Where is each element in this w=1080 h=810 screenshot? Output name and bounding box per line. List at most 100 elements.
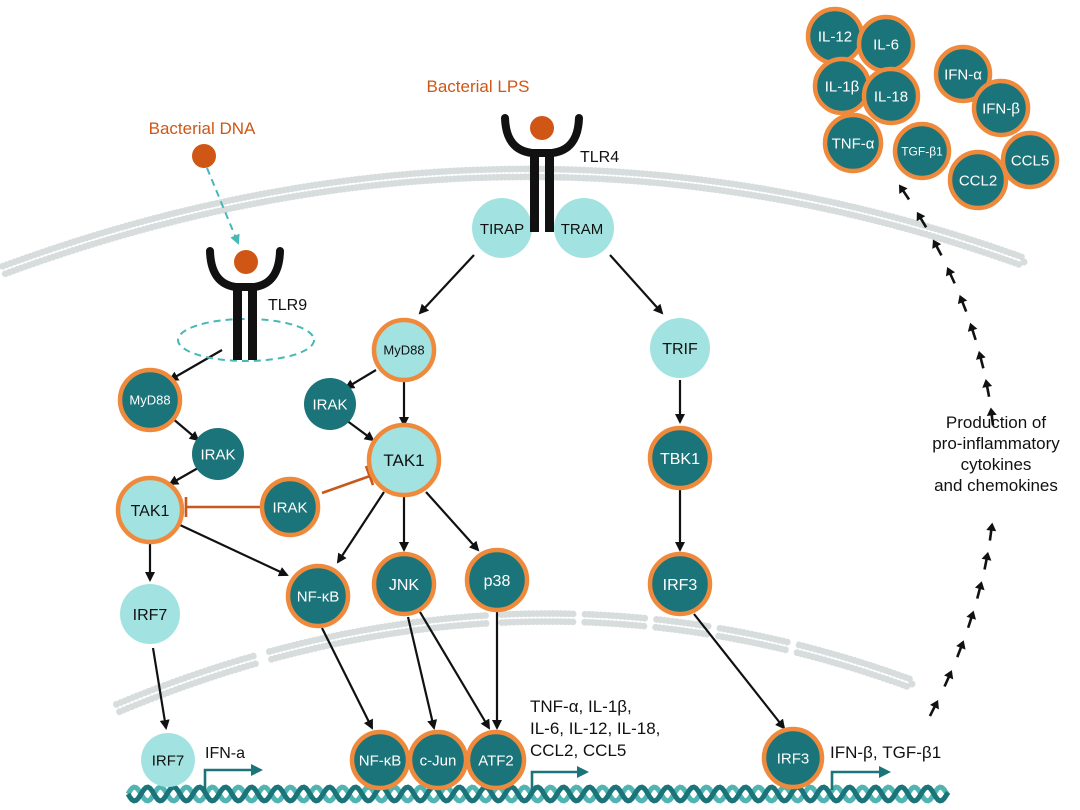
tss-ifnb — [830, 766, 891, 790]
irf7-nucleus-label: IRF7 — [152, 752, 185, 769]
nfkb-cytoplasm-label: NF-κB — [297, 588, 340, 605]
inhibit-bar-mid — [364, 465, 375, 486]
gene-cytokines-line2: IL-6, IL-12, IL-18, — [530, 719, 660, 738]
secreted-tgfb1: TGF-β1 — [892, 121, 952, 181]
irf3-nucleus-node: IRF3 — [761, 726, 825, 790]
bacterial-dna-label: Bacterial DNA — [149, 119, 256, 138]
tirap-label: TIRAP — [480, 221, 524, 238]
tlr4-receptor: TLR4 — [501, 114, 619, 232]
irf7-nucleus-node: IRF7 — [141, 733, 195, 787]
tlr4-label: TLR4 — [580, 149, 619, 166]
arrow-nfkb-nucleus — [321, 627, 373, 730]
tak1-left-node: TAK1 — [115, 475, 185, 545]
signaling-arrows — [145, 254, 786, 730]
arrow-dna-tlr9 — [206, 167, 240, 245]
production-arrow-segment — [943, 670, 954, 688]
transcription-starts — [203, 764, 891, 790]
production-arrow-segment — [966, 610, 976, 629]
myd88-mid-label: MyD88 — [383, 343, 424, 358]
p38-label: p38 — [484, 573, 511, 590]
nfkb-nucleus-node: NF-κB — [349, 729, 411, 791]
tram-node: TRAM — [554, 198, 614, 258]
gene-cytokines-line1: TNF-α, IL-1β, — [530, 697, 632, 716]
myd88-left-label: MyD88 — [129, 393, 170, 408]
secreted-tnfa-label: TNF-α — [832, 135, 875, 152]
secreted-tgfb1-label: TGF-β1 — [901, 144, 943, 158]
bacterial-lps-label: Bacterial LPS — [427, 77, 530, 96]
arrow-tlr9-myd88 — [168, 349, 223, 381]
dna-strand-a — [125, 784, 951, 804]
secreted-il18-label: IL-18 — [874, 88, 908, 105]
arrow-irf3-nucleus — [693, 613, 786, 730]
gene-ifn-a: IFN-a — [205, 745, 245, 762]
secreted-il12-label: IL-12 — [818, 28, 852, 45]
tak1-mid-node: TAK1 — [366, 422, 442, 498]
arrow-tak1-p38 — [425, 491, 480, 552]
secreted-ifna-label: IFN-α — [944, 66, 982, 83]
inhibit-irak-tak1-mid — [321, 474, 371, 495]
cjun-nucleus-node: c-Jun — [407, 729, 469, 791]
production-label-line1: Production of — [946, 413, 1046, 432]
irak-mid-node: IRAK — [304, 378, 356, 430]
tlr9-label: TLR9 — [268, 297, 307, 314]
secreted-tnfa: TNF-α — [822, 112, 884, 174]
trif-node: TRIF — [650, 318, 710, 378]
tss-cytokines — [530, 766, 589, 790]
production-arrow-segment — [981, 551, 992, 570]
production-arrow-segment — [957, 294, 968, 313]
nfkb-cytoplasm-node: NF-κB — [285, 563, 351, 629]
gene-ifnb-tgfb: IFN-β, TGF-β1 — [830, 743, 941, 762]
arrow-myd88-irak-left — [171, 417, 200, 442]
production-arrow-segment — [986, 522, 997, 541]
irf7-cytoplasm-node: IRF7 — [120, 584, 180, 644]
production-label-line3: cytokines — [961, 455, 1032, 474]
arrow-myd88-irak-mid — [344, 369, 377, 390]
production-arrow-segment — [976, 350, 986, 369]
arrow-irak-tak1-left — [168, 467, 199, 485]
secreted-ccl2: CCL2 — [947, 149, 1009, 211]
production-arrow-segment — [982, 379, 993, 397]
tak1-mid-label: TAK1 — [383, 451, 424, 470]
secreted-ccl5: CCL5 — [1000, 130, 1060, 190]
production-arrow-segment — [974, 581, 985, 599]
tbk1-node: TBK1 — [647, 425, 713, 491]
lps-ligand — [530, 116, 554, 140]
inhibition-arrows — [184, 465, 375, 517]
arrow-tak1-nfkb-mid — [336, 491, 385, 564]
tlr9-receptor: TLR9 — [206, 247, 307, 360]
arrow-tram-trif — [609, 254, 664, 315]
secreted-il1b-label: IL-1β — [825, 78, 860, 95]
tlr9-endosome-outline — [177, 318, 315, 362]
secreted-ifnb: IFN-β — [971, 78, 1031, 138]
tirap-node: TIRAP — [472, 198, 532, 258]
secreted-ifna: IFN-α — [933, 44, 993, 104]
tram-label: TRAM — [561, 221, 604, 238]
jnk-label: JNK — [389, 577, 420, 594]
irak-left-label: IRAK — [200, 446, 235, 463]
arrow-jnk-atf2 — [419, 611, 491, 730]
arrow-tirap-myd88 — [418, 254, 475, 315]
arrow-irak-tak1-mid — [345, 419, 375, 442]
production-arrow-segment — [967, 322, 978, 341]
cjun-nucleus-label: c-Jun — [420, 752, 457, 769]
secreted-il6-label: IL-6 — [873, 36, 899, 53]
secreted-il18: IL-18 — [861, 66, 921, 126]
secreted-ifnb-label: IFN-β — [982, 100, 1020, 117]
irf3-nucleus-label: IRF3 — [777, 750, 810, 767]
nuclear-membrane — [113, 610, 916, 716]
jnk-node: JNK — [371, 551, 437, 617]
irak-left-node: IRAK — [192, 428, 244, 480]
secreted-ccl2-label: CCL2 — [959, 172, 997, 189]
irak-inhibitor-label: IRAK — [272, 499, 307, 516]
production-arrow-segment — [916, 211, 928, 228]
tss-ifna — [203, 764, 263, 790]
irak-mid-label: IRAK — [312, 396, 347, 413]
nfkb-nucleus-label: NF-κB — [359, 752, 402, 769]
arrow-tak1-nfkb — [179, 524, 289, 577]
irf7-cytoplasm-label: IRF7 — [133, 607, 168, 624]
secreted-il12: IL-12 — [805, 6, 865, 66]
irf3-cytoplasm-label: IRF3 — [663, 577, 698, 594]
